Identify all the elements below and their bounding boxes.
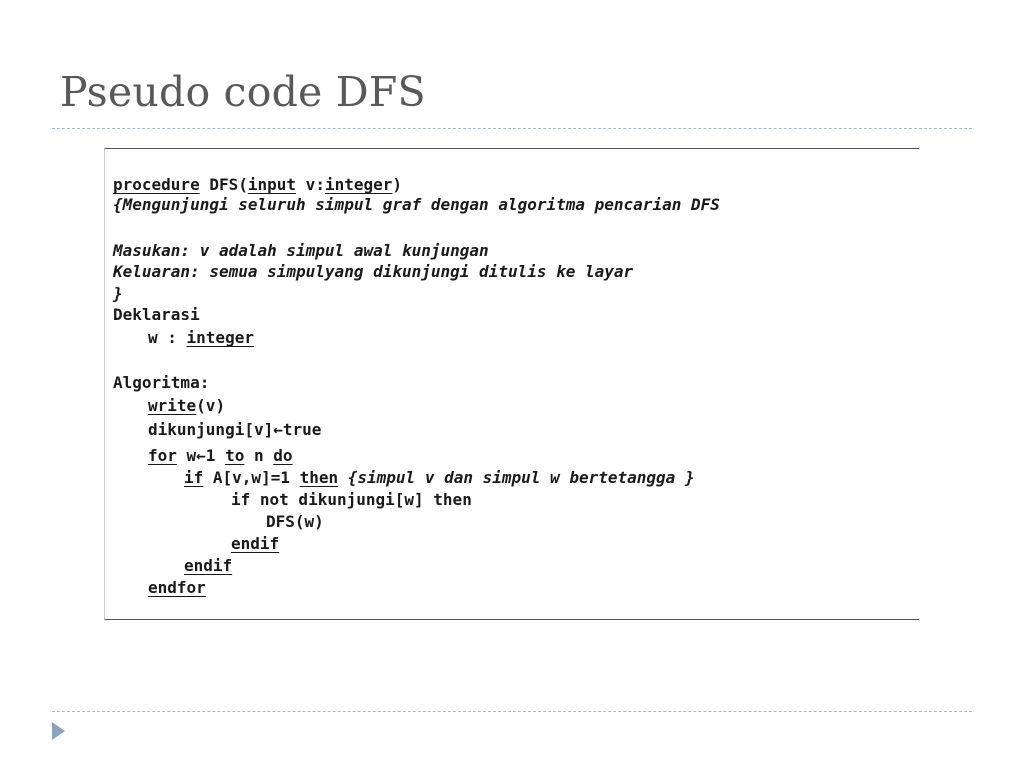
paren-close: ) [392, 175, 403, 194]
parameter-name: v: [296, 175, 325, 194]
decl-var-name: w : [148, 328, 187, 347]
keyword-write: write [148, 396, 197, 415]
bottom-divider [52, 711, 972, 712]
if-condition: A[v,w]=1 [203, 468, 300, 487]
if-comment: {simpul v dan simpul w bertetangga } [338, 468, 695, 487]
keyword-procedure: procedure [113, 175, 200, 194]
keyword-integer: integer [324, 175, 393, 194]
pseudocode-box: procedure DFS(input v:integer) {Mengunju… [104, 148, 919, 620]
code-line-algoritma: Algoritma: [113, 373, 210, 392]
keyword-input: input [247, 175, 297, 194]
code-line-header: procedure DFS(input v:integer) [113, 175, 402, 195]
keyword-integer-decl: integer [186, 328, 254, 347]
code-line-endif-outer: endif [184, 556, 233, 575]
keyword-for: for [148, 446, 177, 465]
top-divider [52, 128, 972, 129]
code-line-if: if A[v,w]=1 then {simpul v dan simpul w … [184, 468, 695, 488]
triangle-bullet-icon [52, 722, 65, 740]
for-init: w←1 [176, 446, 226, 465]
code-line-deklarasi: Deklarasi [113, 305, 200, 324]
keyword-if: if [184, 468, 204, 487]
code-line-write: write(v) [148, 396, 225, 416]
for-limit: n [244, 446, 274, 465]
procedure-name: DFS( [199, 175, 248, 194]
code-line-dfs-call: DFS(w) [266, 512, 324, 531]
keyword-do: do [273, 446, 293, 465]
keyword-then: then [299, 468, 339, 487]
code-line-inner-if: if not dikunjungi[w] then [231, 490, 472, 509]
code-line-endfor: endfor [148, 578, 206, 597]
code-line-output: Keluaran: semua simpulyang dikunjungi di… [113, 262, 634, 281]
code-line-comment-close: } [113, 284, 123, 303]
code-line-endif-inner: endif [231, 534, 280, 553]
code-line-input: Masukan: v adalah simpul awal kunjungan [113, 241, 489, 260]
keyword-to: to [225, 446, 245, 465]
code-line-comment: {Mengunjungi seluruh simpul graf dengan … [113, 195, 720, 214]
slide-title: Pseudo code DFS [60, 68, 426, 116]
code-line-for: for w←1 to n do [148, 446, 293, 466]
write-arg: (v) [196, 396, 226, 415]
code-line-assign: dikunjungi[v]←true [148, 420, 322, 439]
code-line-decl-var: w : integer [148, 328, 254, 348]
